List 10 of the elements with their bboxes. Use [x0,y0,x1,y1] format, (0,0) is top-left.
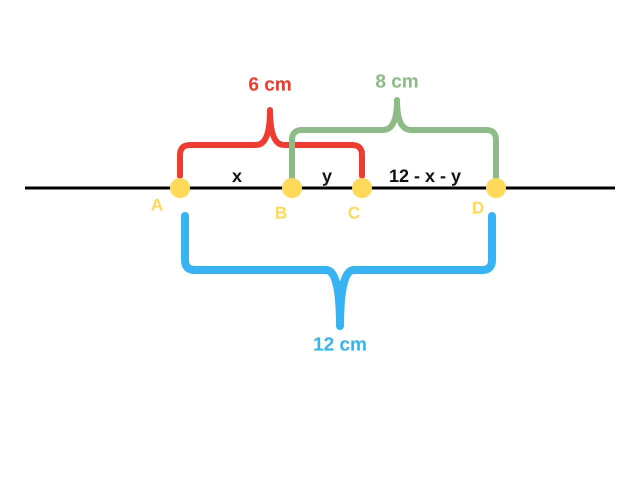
segment-label: 12 - x - y [388,167,462,185]
segment-label: y [322,167,332,185]
measure-label: 8 cm [375,72,419,92]
measure-label: 12 cm [313,336,367,354]
measure-label: 6 cm [248,76,292,94]
segment-label: x [232,167,242,185]
point-label: A [150,196,164,214]
point-label: D [472,200,484,216]
point-label: C [348,204,360,222]
point-label: B [274,204,288,222]
